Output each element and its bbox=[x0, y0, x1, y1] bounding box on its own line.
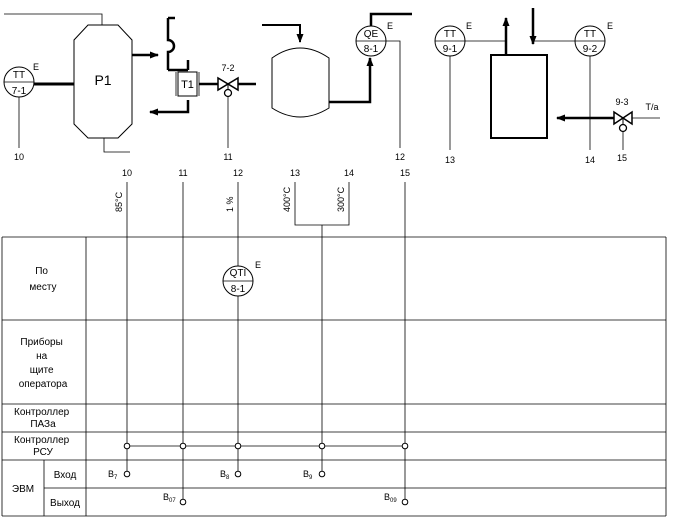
qe-8-1-signal-line bbox=[386, 40, 401, 148]
row-label-evm: ЭВМ bbox=[12, 484, 34, 495]
rsu-connection-nodes bbox=[123, 442, 409, 450]
line-number-10: 10 bbox=[14, 152, 24, 162]
line-number-15: 15 bbox=[617, 153, 627, 163]
io-tag-b8: B8 bbox=[220, 469, 230, 481]
qti-8-1-mark: E bbox=[255, 260, 261, 270]
reactor-return-arrow bbox=[149, 100, 190, 116]
evm-input-terminals bbox=[123, 470, 326, 478]
tt-9-1-number: 9-1 bbox=[443, 44, 458, 55]
setpoint-400c: 400°C bbox=[282, 186, 292, 212]
line-top-11: 11 bbox=[178, 168, 187, 178]
row-label-local: По месту bbox=[29, 266, 56, 293]
tt-9-2-code: TT bbox=[584, 29, 596, 40]
io-tag-b7: B7 bbox=[108, 469, 118, 481]
reactor-p1[interactable]: P1 bbox=[73, 24, 133, 139]
io-tag-b07: B07 bbox=[163, 492, 176, 504]
control-valve-7-2[interactable]: 7-2 bbox=[217, 63, 239, 98]
vessel-outlet-arrow bbox=[329, 57, 374, 104]
reactor-bottom-line bbox=[103, 138, 130, 153]
qe-8-1-number: 8-1 bbox=[364, 44, 379, 55]
line-number-14: 14 bbox=[585, 155, 595, 165]
line-number-12: 12 bbox=[395, 152, 405, 162]
tt-9-2-number: 9-2 bbox=[583, 44, 598, 55]
qe-8-1-code: QE bbox=[364, 29, 379, 40]
qe-8-1-instrument[interactable]: QE 8-1 E bbox=[355, 21, 393, 57]
evm-output-terminals bbox=[179, 498, 409, 506]
vessel-inlet-arrow bbox=[262, 24, 304, 43]
row-label-output: Выход bbox=[50, 498, 80, 509]
qti-8-1-number: 8-1 bbox=[231, 284, 246, 295]
row-label-input: Вход bbox=[54, 470, 77, 481]
qti-8-1-code: QTI bbox=[230, 268, 247, 279]
tt-9-1-instrument[interactable]: TT 9-1 E bbox=[434, 21, 472, 57]
heat-exchanger-t1[interactable]: T1 bbox=[175, 71, 200, 97]
heat-exchanger-label: T1 bbox=[181, 79, 194, 91]
row-label-paz-controller: Контроллер ПАЗа bbox=[14, 407, 72, 430]
line-top-13: 13 bbox=[290, 168, 300, 178]
tt-7-1-instrument[interactable]: TT 7-1 E bbox=[3, 62, 39, 98]
valve-7-2-number: 7-2 bbox=[221, 63, 234, 73]
tt-7-1-code: TT bbox=[13, 70, 25, 81]
line-top-14: 14 bbox=[344, 168, 354, 178]
qe-8-1-mark: E bbox=[387, 21, 393, 31]
setpoint-1-percent: 1 % bbox=[225, 196, 235, 212]
line-number-13: 13 bbox=[445, 155, 455, 165]
tt-7-1-mark: E bbox=[33, 62, 39, 72]
separator-vessel[interactable] bbox=[490, 54, 548, 139]
tt-9-2-instrument[interactable]: TT 9-2 E bbox=[574, 21, 613, 57]
function-table bbox=[1, 236, 667, 517]
line-number-11: 11 bbox=[223, 152, 232, 162]
setpoint-300c: 300°C bbox=[336, 186, 346, 212]
collector-vessel[interactable] bbox=[271, 47, 330, 118]
reactor-top-line bbox=[4, 13, 103, 25]
io-tag-b9: B9 bbox=[303, 469, 313, 481]
qti-8-1-instrument[interactable]: QTI 8-1 E bbox=[222, 260, 261, 297]
setpoint-85c: 85°C bbox=[114, 191, 124, 212]
row-label-rsu-controller: Контроллер РСУ bbox=[14, 435, 72, 458]
io-tag-b09: B09 bbox=[384, 492, 397, 504]
valve-9-3-number: 9-3 bbox=[615, 97, 628, 107]
reactor-label: P1 bbox=[94, 72, 111, 88]
heat-exchanger-feed-pipe bbox=[166, 18, 176, 70]
tt-9-1-code: TT bbox=[444, 29, 456, 40]
control-valve-9-3[interactable]: 9-3 bbox=[613, 97, 633, 133]
line-top-12: 12 bbox=[233, 168, 243, 178]
tt-9-1-mark: E bbox=[466, 21, 472, 31]
row-label-operator-panel: Приборы на щите оператора bbox=[19, 336, 68, 390]
tt-9-2-mark: E bbox=[607, 21, 613, 31]
coolant-stream-label: Т/а bbox=[645, 102, 658, 112]
tt-7-1-number: 7-1 bbox=[12, 86, 27, 97]
line-top-15: 15 bbox=[400, 168, 410, 178]
line-top-10: 10 bbox=[122, 168, 132, 178]
